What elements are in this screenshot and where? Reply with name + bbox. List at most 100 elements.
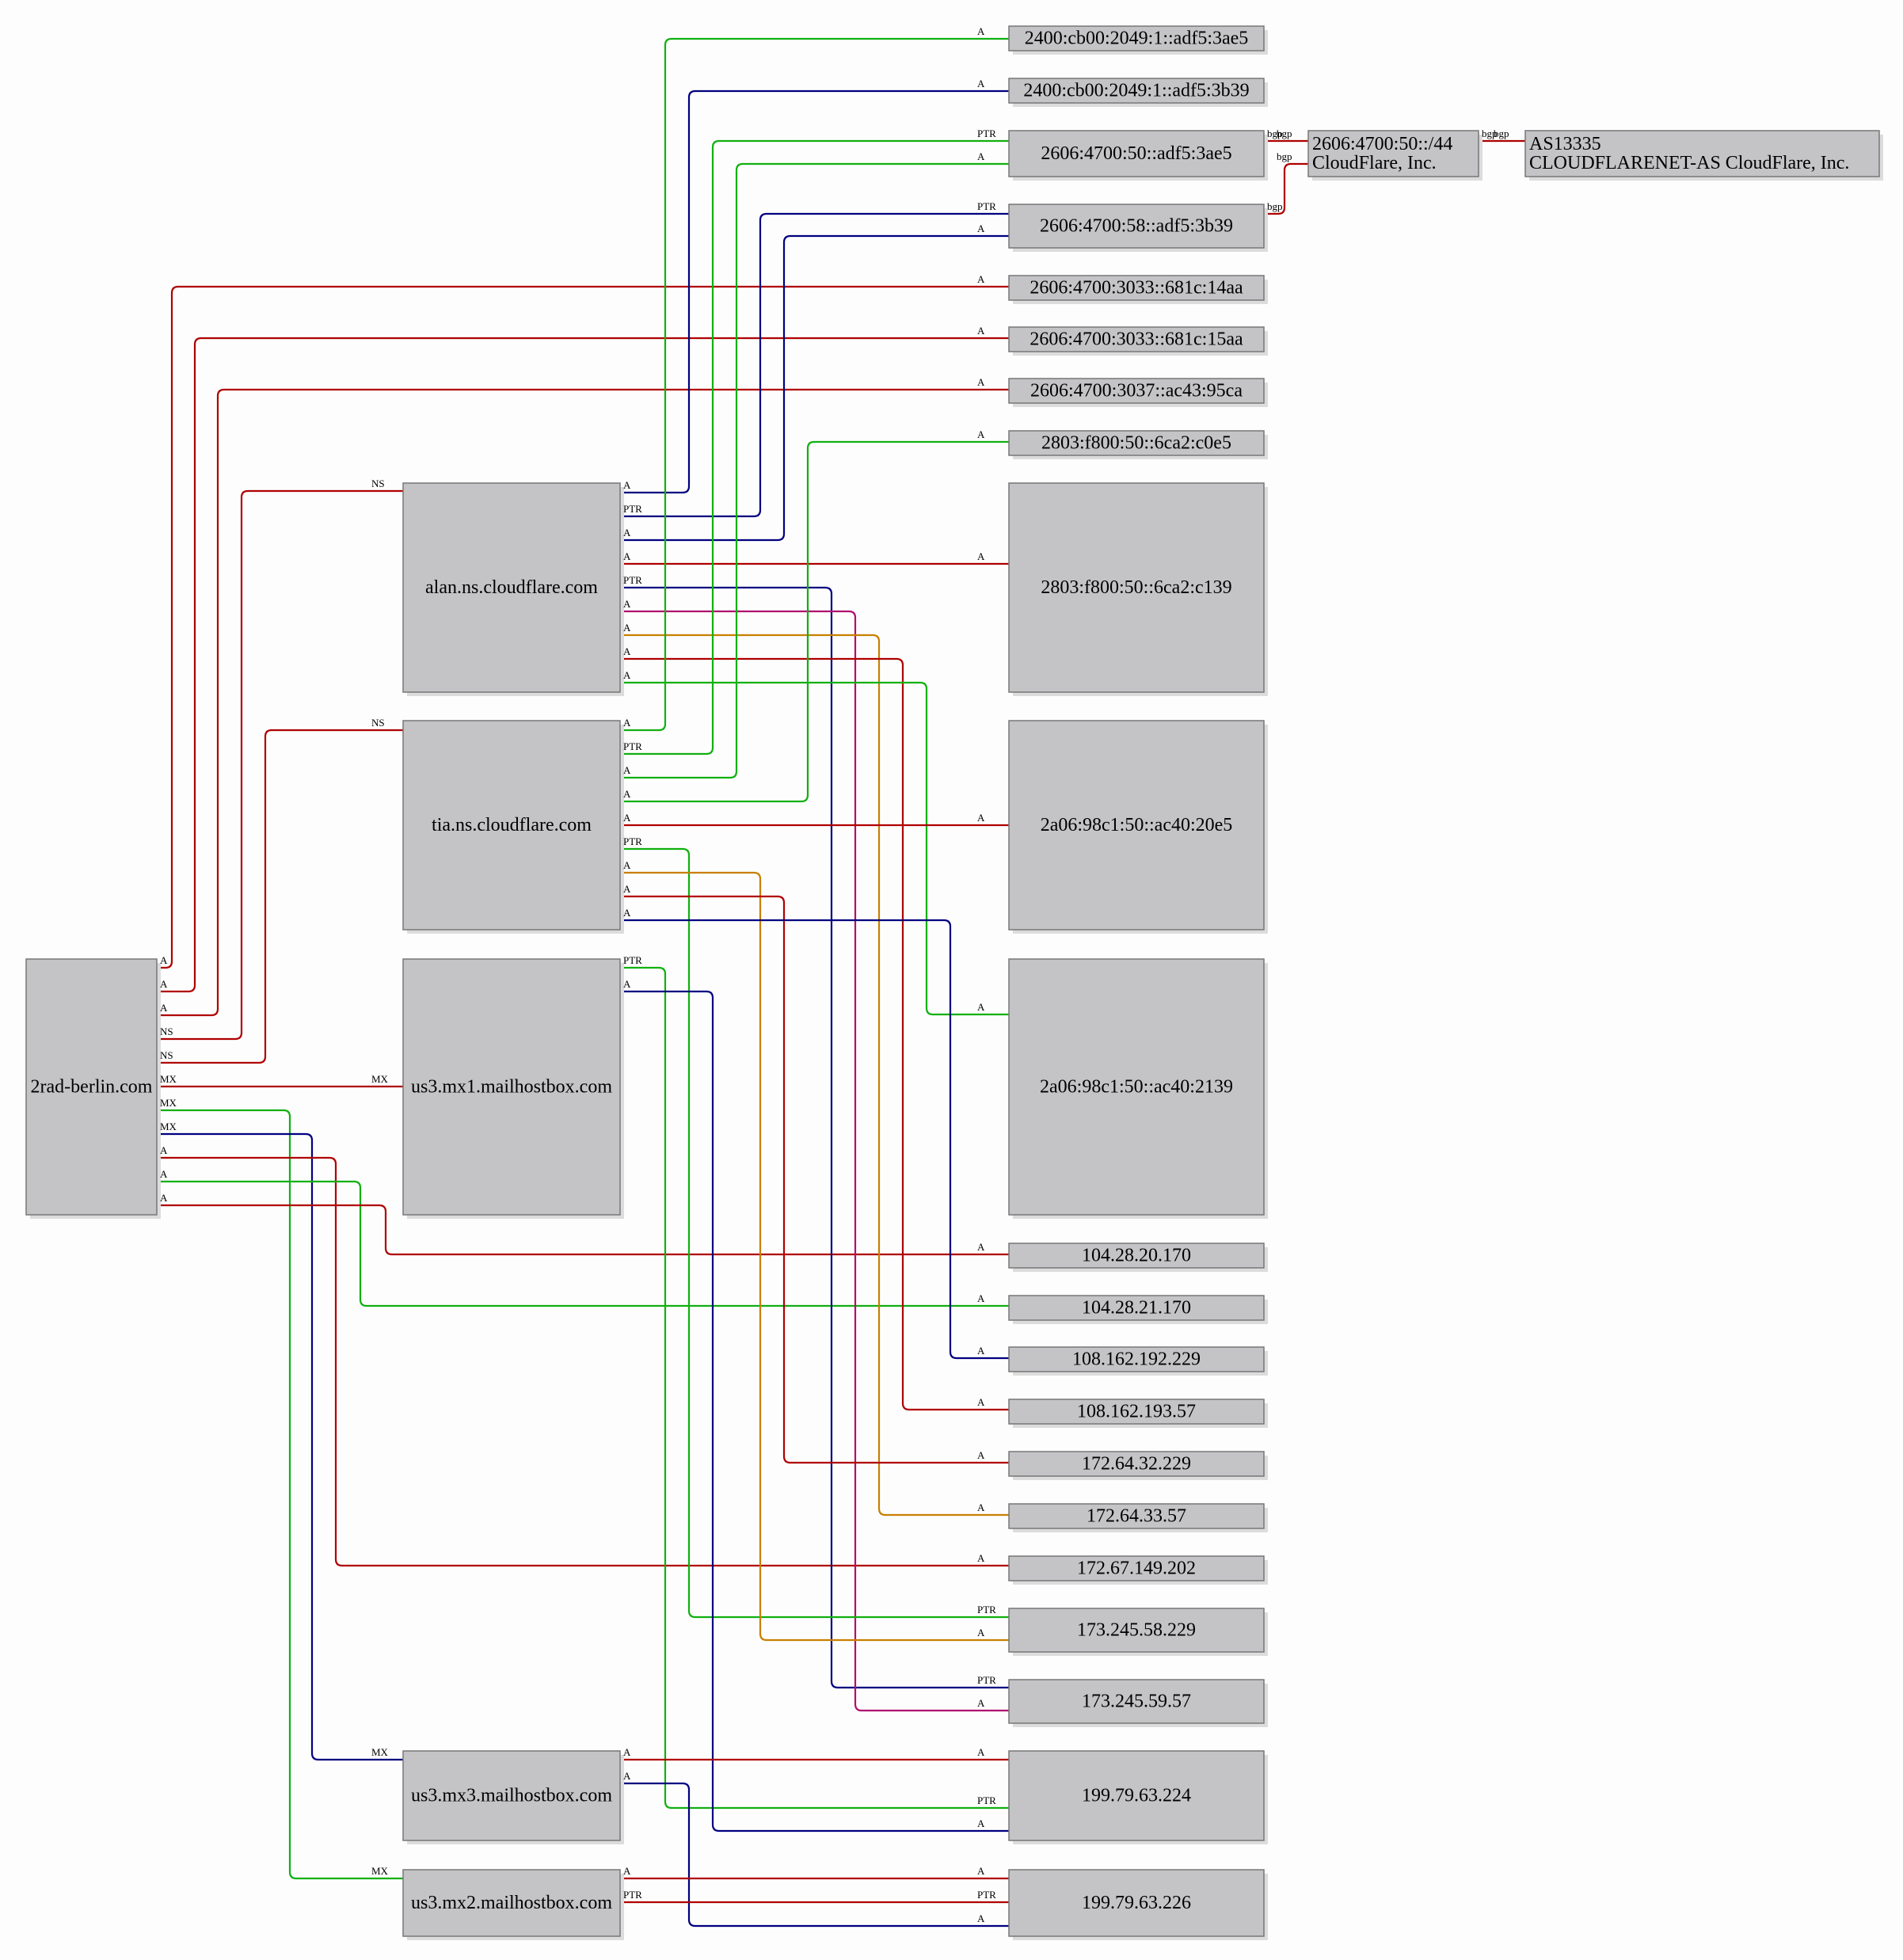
node-tia[interactable]: tia.ns.cloudflare.com — [402, 720, 624, 934]
edge-label-source: A — [623, 669, 631, 681]
node-v6-4[interactable]: 2606:4700:58::adf5:3b39 — [1008, 204, 1268, 252]
node-v4-6[interactable]: 172.64.33.57 — [1008, 1503, 1268, 1532]
node-box — [1524, 130, 1880, 177]
node-v6-6[interactable]: 2606:4700:3033::681c:15aa — [1008, 326, 1268, 356]
node-box — [1008, 1451, 1265, 1477]
edge-label-source: A — [160, 1192, 168, 1204]
node-v4-9[interactable]: 173.245.59.57 — [1008, 1679, 1268, 1727]
node-label: 108.162.193.57 — [1077, 1402, 1196, 1422]
edge-label-target: NS — [371, 717, 385, 729]
edge-tia-to-v6_1 — [620, 37, 1009, 732]
node-v4-5[interactable]: 172.64.32.229 — [1008, 1451, 1268, 1480]
node-box — [1008, 25, 1265, 51]
edge-label-target: A — [977, 1697, 985, 1709]
edge-label-target: A — [977, 1449, 985, 1461]
edge-2rad-to-mx3 — [157, 1132, 403, 1761]
node-v4-1[interactable]: 104.28.20.170 — [1008, 1243, 1268, 1272]
node-v4-3[interactable]: 108.162.192.229 — [1008, 1346, 1268, 1376]
node-label: 104.28.20.170 — [1082, 1246, 1191, 1266]
edge-label-target: PTR — [977, 127, 996, 139]
edge-alan-to-v6_4 — [620, 212, 1009, 518]
node-label: 172.64.32.229 — [1082, 1454, 1191, 1475]
node-label: 199.79.63.224 — [1082, 1786, 1191, 1806]
edge-label-target: MX — [371, 1865, 389, 1877]
node-v4-7[interactable]: 172.67.149.202 — [1008, 1555, 1268, 1585]
node-v6-5[interactable]: 2606:4700:3033::681c:14aa — [1008, 275, 1268, 304]
edge-label-source: A — [623, 645, 631, 657]
node-box — [1307, 130, 1479, 177]
edge-label-source: A — [623, 1746, 631, 1758]
node-alan[interactable]: alan.ns.cloudflare.com — [402, 482, 624, 696]
edge-label-source: bgp — [1267, 127, 1283, 139]
node-box — [1008, 1295, 1265, 1321]
edge-label-target: A — [977, 25, 985, 37]
node-v6-11[interactable]: 2a06:98c1:50::ac40:2139 — [1008, 958, 1268, 1219]
node-v4-8[interactable]: 173.245.58.229 — [1008, 1608, 1268, 1656]
node-label: 172.67.149.202 — [1077, 1558, 1196, 1579]
edge-label-source: A — [623, 1770, 631, 1782]
node-2rad[interactable]: 2rad-berlin.com — [25, 958, 161, 1219]
node-v6-9[interactable]: 2803:f800:50::6ca2:c139 — [1008, 482, 1268, 696]
node-box — [1008, 482, 1265, 693]
edge-label-source: A — [160, 954, 168, 966]
node-box — [1008, 275, 1265, 301]
node-box — [402, 482, 621, 693]
edge-label-source: PTR — [623, 835, 642, 847]
edges-layer — [157, 37, 1525, 1928]
node-label: 2400:cb00:2049:1::adf5:3b39 — [1023, 81, 1249, 101]
edge-label-target: A — [977, 550, 985, 562]
node-mx3[interactable]: us3.mx3.mailhostbox.com — [402, 1750, 624, 1844]
node-v6-8[interactable]: 2803:f800:50::6ca2:c0e5 — [1008, 430, 1268, 459]
node-v4-11[interactable]: 199.79.63.226 — [1008, 1869, 1268, 1940]
node-label: AS13335 — [1529, 134, 1601, 154]
node-label: 2803:f800:50::6ca2:c0e5 — [1041, 433, 1231, 454]
node-label: us3.mx1.mailhostbox.com — [411, 1077, 612, 1098]
node-box — [402, 720, 621, 931]
edge-label-target: bgp — [1494, 127, 1509, 139]
edge-alan-to-v4_6 — [620, 634, 1009, 1517]
node-v6-1[interactable]: 2400:cb00:2049:1::adf5:3ae5 — [1008, 25, 1268, 55]
edge-label-target: PTR — [977, 1889, 996, 1901]
node-label: tia.ns.cloudflare.com — [432, 815, 592, 835]
edge-v6_4-to-prefix — [1264, 162, 1308, 215]
edge-label-target: A — [977, 223, 985, 234]
edge-2rad-to-v4_1 — [157, 1204, 1009, 1256]
edge-2rad-to-v4_7 — [157, 1156, 1009, 1567]
edge-mx1-to-v4_10 — [620, 990, 1009, 1833]
edge-label-source: PTR — [623, 740, 642, 752]
edge-alan-to-v4_9 — [620, 610, 1009, 1712]
node-v4-4[interactable]: 108.162.193.57 — [1008, 1399, 1268, 1428]
edge-2rad-to-alan — [157, 489, 403, 1041]
edge-label-source: NS — [160, 1026, 173, 1037]
node-v6-2[interactable]: 2400:cb00:2049:1::adf5:3b39 — [1008, 78, 1268, 107]
edge-alan-to-v6_11 — [620, 681, 1009, 1016]
edge-label-source: MX — [160, 1097, 177, 1109]
node-label: 199.79.63.226 — [1082, 1893, 1191, 1913]
node-v6-10[interactable]: 2a06:98c1:50::ac40:20e5 — [1008, 720, 1268, 934]
edge-label-target: A — [977, 1746, 985, 1758]
edge-label-target: A — [977, 1396, 985, 1408]
node-v6-3[interactable]: 2606:4700:50::adf5:3ae5 — [1008, 130, 1268, 181]
node-box — [1008, 1869, 1265, 1937]
edge-label-target: A — [977, 1241, 985, 1253]
node-box — [1008, 1503, 1265, 1529]
node-mx2[interactable]: us3.mx2.mailhostbox.com — [402, 1869, 624, 1940]
nodes-layer: 2rad-berlin.com alan.ns.cloudflare.com tia… — [25, 25, 1883, 1940]
node-v6-7[interactable]: 2606:4700:3037::ac43:95ca — [1008, 378, 1268, 407]
node-mx1[interactable]: us3.mx1.mailhostbox.com — [402, 958, 624, 1219]
edge-label-target: A — [977, 1627, 985, 1638]
edge-label-target: A — [977, 150, 985, 162]
edge-label-target: A — [977, 325, 985, 337]
edge-label-source: PTR — [623, 1889, 642, 1901]
node-box — [1008, 78, 1265, 104]
edge-label-target: A — [977, 812, 985, 824]
node-box — [1008, 130, 1265, 177]
edge-2rad-to-v6_5 — [157, 285, 1009, 969]
node-v4-2[interactable]: 104.28.21.170 — [1008, 1295, 1268, 1324]
node-box — [1008, 326, 1265, 352]
node-v4-10[interactable]: 199.79.63.224 — [1008, 1750, 1268, 1844]
node-box — [1008, 378, 1265, 404]
